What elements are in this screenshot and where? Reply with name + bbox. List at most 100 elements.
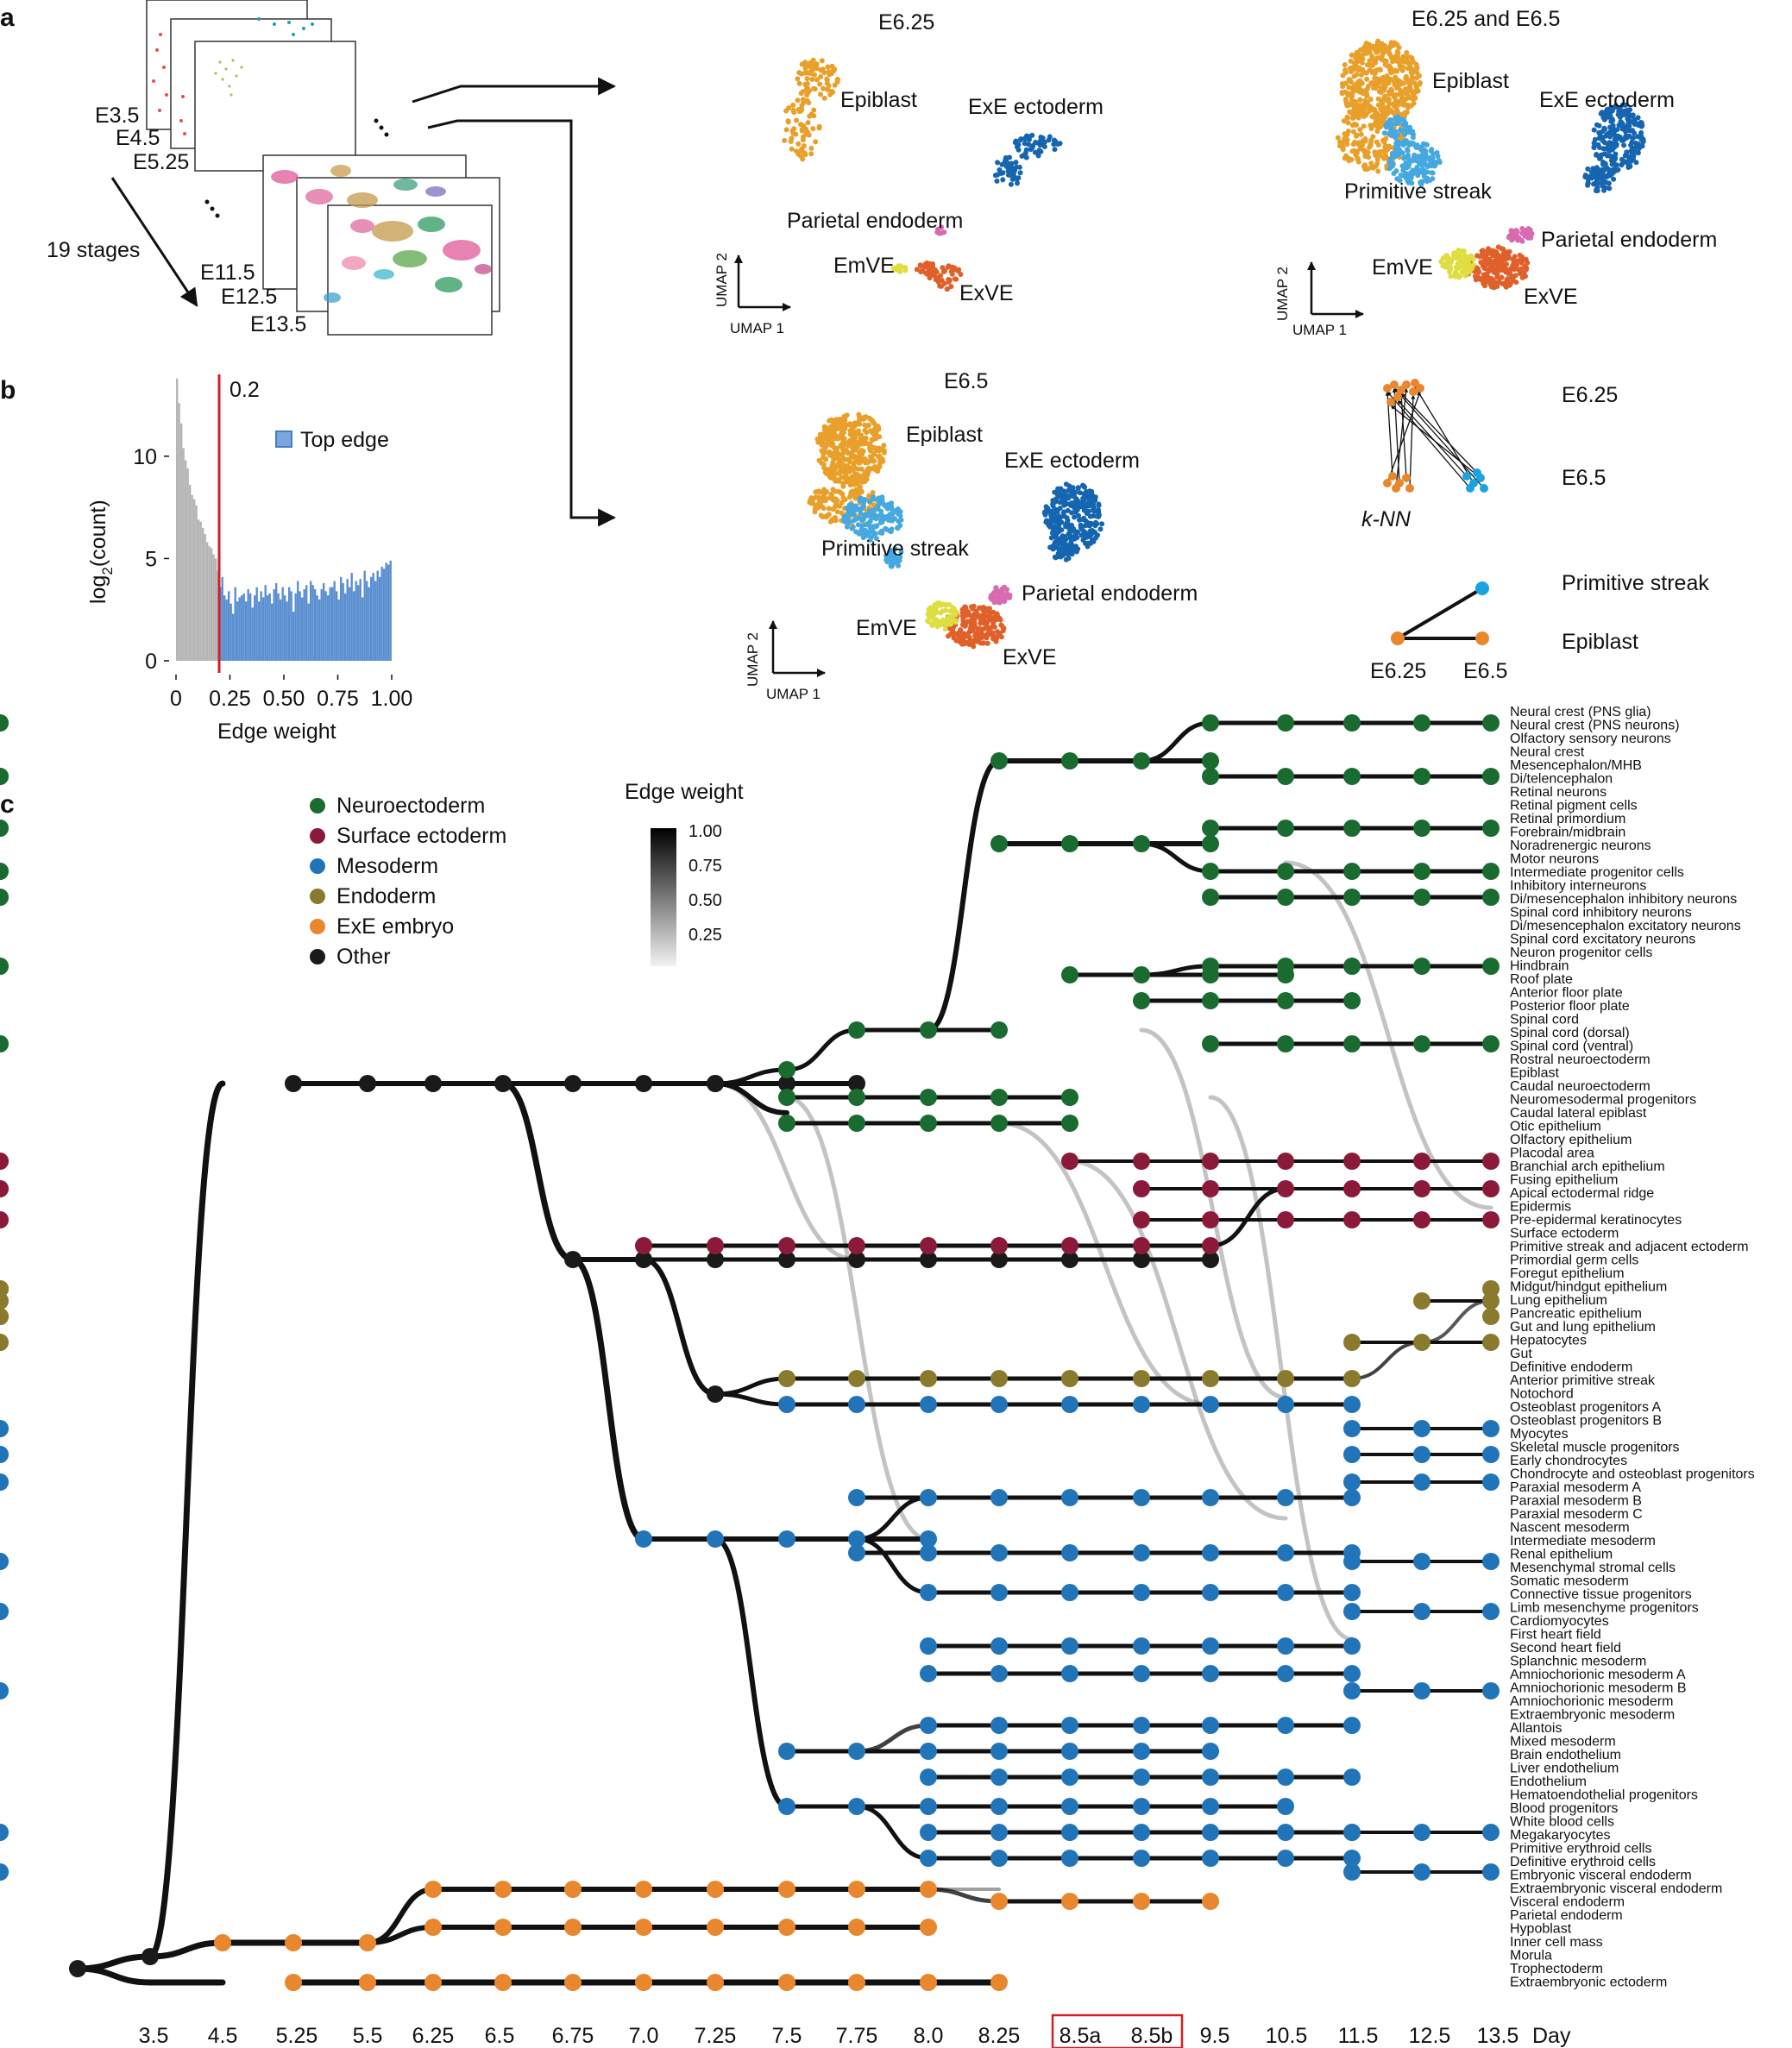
tree-node (990, 1637, 1008, 1655)
umap-axes (769, 620, 826, 677)
umap-point (1358, 131, 1364, 137)
umap-point (839, 510, 845, 516)
umap-point (881, 449, 887, 455)
umap-point (1622, 159, 1628, 165)
umap-label-parietal-endoderm: Parietal endoderm (1022, 581, 1198, 606)
tree-node (848, 1237, 865, 1254)
tree-node (214, 1934, 231, 1951)
umap-point (973, 630, 979, 636)
umap-point (1344, 114, 1350, 120)
histogram-bar (311, 585, 314, 661)
tree-node (1277, 1850, 1294, 1867)
umap-point (869, 458, 875, 464)
umap-point (946, 277, 953, 283)
umap-point (1464, 258, 1470, 264)
tree-node (424, 1974, 442, 1991)
umap-point (801, 143, 807, 149)
umap-point (1480, 248, 1486, 254)
umap-axes (1307, 261, 1364, 318)
histogram-bar (223, 595, 226, 661)
umap-point (1342, 155, 1348, 161)
histogram-bar (268, 593, 271, 661)
y-tick-label: 5 (145, 547, 157, 571)
umap-point (819, 496, 825, 501)
umap-point (849, 433, 855, 439)
umap-point (801, 100, 807, 105)
umap-axes (734, 254, 791, 311)
umap-point (1424, 176, 1430, 182)
umap-point (1047, 524, 1053, 530)
umap-point (1000, 628, 1006, 634)
umap-point (1352, 139, 1358, 145)
tree-edge (784, 1027, 859, 1072)
tree-edge (1208, 1095, 1355, 1642)
stage-stack-bottom: E11.5 E12.5 E13.5 (200, 154, 500, 336)
umap-point (817, 81, 823, 87)
tree-node (1061, 835, 1078, 852)
umap-point (824, 77, 830, 83)
umap-point (1621, 142, 1627, 148)
umap-point (867, 508, 872, 513)
knn-label: k-NN (1361, 507, 1412, 531)
x-tick-label: 0.50 (263, 687, 305, 711)
cell-type-label: Inner cell mass (1510, 1935, 1603, 1950)
umap-point (1053, 533, 1059, 538)
tree-node (990, 1893, 1008, 1910)
histogram-bar (370, 576, 373, 661)
umap-point (1368, 126, 1374, 131)
umap-point (876, 448, 882, 454)
umap-point (808, 151, 814, 157)
knn-node (1388, 472, 1397, 481)
umap-point (845, 456, 851, 462)
cell-type-label: Spinal cord excitatory neurons (1510, 933, 1695, 947)
tree-node (1277, 863, 1294, 880)
tree-node (990, 1584, 1008, 1601)
umap-point (1072, 503, 1078, 509)
umap-point (836, 478, 842, 484)
umap-point (1048, 512, 1054, 518)
umap-point (1600, 161, 1606, 167)
umap-point (1387, 118, 1393, 124)
umap-point (1407, 95, 1413, 101)
umap-point (1397, 148, 1403, 154)
tree-node (1343, 1489, 1361, 1506)
knn-edge (1414, 386, 1474, 484)
tree-node (1277, 1180, 1294, 1197)
legend-label: Endoderm (336, 884, 436, 908)
tree-node (848, 1798, 865, 1815)
cell-type-label: Connective tissue progenitors (1510, 1587, 1692, 1602)
umap-point (1488, 266, 1494, 271)
knn-node (1386, 398, 1395, 406)
umap-point (833, 434, 839, 439)
umap-point (1406, 87, 1412, 93)
umap-point (926, 606, 932, 613)
umap-point (1512, 258, 1518, 264)
tree-node (1482, 1553, 1500, 1570)
umap-point (1345, 103, 1351, 109)
umap-point (1362, 148, 1368, 154)
umap-point (949, 264, 955, 270)
umap-point (1494, 284, 1500, 289)
umap-point (810, 126, 816, 132)
umap-point (994, 178, 1000, 184)
tree-node (635, 1075, 652, 1092)
tree-node (1343, 1637, 1361, 1655)
umap-point (793, 131, 799, 137)
knn-node (1383, 384, 1392, 393)
umap-point (1374, 129, 1380, 135)
cell-type-label: Parietal endoderm (1510, 1908, 1623, 1923)
umap-point (1341, 118, 1347, 124)
tree-node (920, 1544, 937, 1561)
umap-point (1038, 135, 1044, 140)
umap-point (1089, 488, 1095, 494)
umap-point (846, 443, 851, 449)
umap-point (848, 489, 854, 495)
legend-label: Surface ectoderm (336, 824, 506, 848)
umap-point (782, 137, 788, 143)
tree-node (778, 1798, 795, 1815)
tree-node (1061, 1115, 1078, 1132)
umap-point (1619, 126, 1625, 132)
umap-point (927, 261, 933, 267)
